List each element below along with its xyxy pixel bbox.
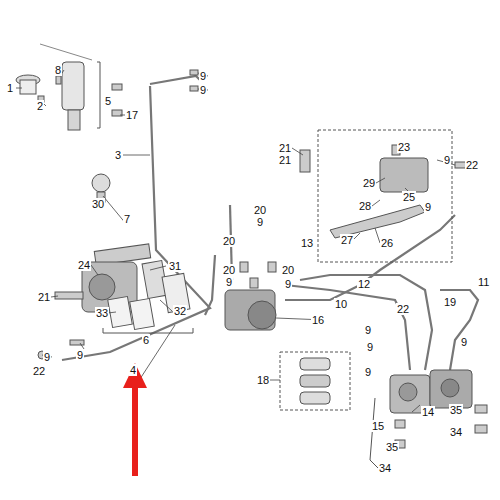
callout-number: 19 (443, 296, 457, 308)
callout-number: 9 (225, 276, 233, 288)
callout-number: 9 (76, 349, 84, 361)
callout-number: 9 (43, 351, 51, 363)
callout-number: 23 (397, 141, 411, 153)
callout-number: 22 (396, 303, 410, 315)
callout-number: 4 (129, 364, 137, 376)
callout-number: 12 (357, 278, 371, 290)
callout-number: 30 (91, 198, 105, 210)
callout-number: 9 (366, 341, 374, 353)
callout-number: 9 (424, 201, 432, 213)
callout-number: 17 (125, 109, 139, 121)
callout-number: 28 (358, 200, 372, 212)
callout-number: 1 (6, 82, 14, 94)
callout-number: 31 (168, 260, 182, 272)
callout-number: 21 (278, 142, 292, 154)
callout-number: 22 (465, 159, 479, 171)
callout-number: 20 (222, 235, 236, 247)
callout-number: 13 (300, 237, 314, 249)
callout-number: 8 (54, 64, 62, 76)
callout-number: 34 (449, 426, 463, 438)
callout-number: 35 (449, 404, 463, 416)
callout-number: 33 (95, 307, 109, 319)
callout-number: 29 (362, 177, 376, 189)
callout-number: 5 (104, 95, 112, 107)
callout-number: 20 (222, 264, 236, 276)
callout-number: 18 (256, 374, 270, 386)
callout-number: 7 (123, 213, 131, 225)
callout-number: 20 (281, 264, 295, 276)
callout-number: 3 (114, 149, 122, 161)
callout-number: 24 (77, 259, 91, 271)
callout-number: 9 (364, 366, 372, 378)
callout-number: 15 (371, 420, 385, 432)
callout-number: 9 (256, 216, 264, 228)
callout-number: 21 (37, 291, 51, 303)
callout-number: 26 (380, 237, 394, 249)
callout-number: 14 (421, 406, 435, 418)
callout-number: 25 (402, 191, 416, 203)
callout-number: 22 (32, 365, 46, 377)
callout-number: 34 (378, 462, 392, 474)
callout-number: 9 (443, 154, 451, 166)
callout-number: 9 (199, 84, 207, 96)
callout-number: 11 (477, 276, 490, 288)
callout-number: 16 (311, 314, 325, 326)
callout-number: 35 (385, 441, 399, 453)
callout-number: 9 (364, 324, 372, 336)
callout-number: 9 (460, 336, 468, 348)
callout-number: 20 (253, 204, 267, 216)
callout-number: 21 (278, 154, 292, 166)
callout-number: 27 (340, 234, 354, 246)
callout-number: 9 (284, 278, 292, 290)
callout-number: 9 (199, 70, 207, 82)
callout-number: 32 (173, 305, 187, 317)
callout-number: 2 (36, 100, 44, 112)
callout-number: 6 (142, 334, 150, 346)
callout-number: 10 (334, 298, 348, 310)
